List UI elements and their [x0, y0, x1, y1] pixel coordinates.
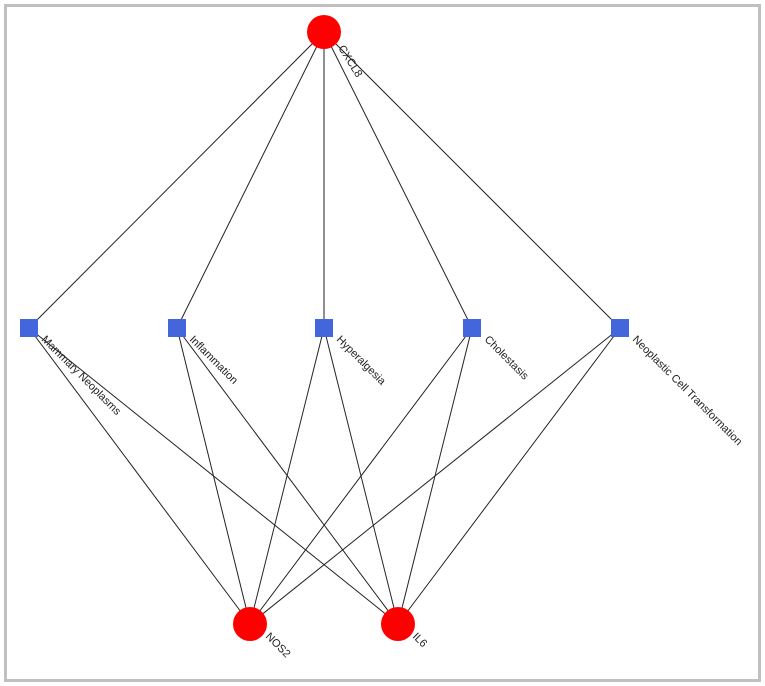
- gene-node-il6[interactable]: [381, 607, 415, 641]
- edge-nct-nos2: [249, 327, 621, 625]
- disease-node-cholestasis[interactable]: [463, 319, 481, 337]
- edge-cxcl8-nct: [323, 31, 621, 329]
- edge-inf-nos2: [176, 327, 251, 625]
- gene-node-cxcl8[interactable]: [307, 15, 341, 49]
- node-label-il6: IL6: [410, 631, 429, 650]
- node-label-mammary-neoplasms: Mammary Neoplasms: [39, 334, 123, 418]
- node-label-inflammation: Inflammation: [187, 334, 240, 387]
- edges-layer: [28, 31, 621, 625]
- node-label-cxcl8: CXCL8: [335, 43, 364, 79]
- disease-node-hyperalgesia[interactable]: [315, 319, 333, 337]
- disease-node-neoplastic-cell-transformation[interactable]: [611, 319, 629, 337]
- node-label-cholestasis: Cholestasis: [482, 334, 531, 383]
- edge-cxcl8-mn: [28, 31, 325, 329]
- disease-node-inflammation[interactable]: [168, 319, 186, 337]
- gene-node-nos2[interactable]: [233, 607, 267, 641]
- edge-nct-il6: [397, 327, 621, 625]
- nodes-layer: Mammary Neoplasms Inflammation Hyperalgesi…: [20, 15, 744, 660]
- edge-hyp-nos2: [249, 327, 325, 625]
- edge-mn-nos2: [28, 327, 251, 625]
- node-label-neoplastic-cell-transformation: Neoplastic Cell Transformation: [630, 334, 744, 448]
- edge-cho-nos2: [249, 327, 473, 625]
- node-label-hyperalgesia: Hyperalgesia: [334, 334, 389, 389]
- edge-cxcl8-inf: [176, 31, 325, 329]
- diagram-frame: [4, 4, 761, 682]
- disease-node-mammary-neoplasms[interactable]: [20, 319, 38, 337]
- edge-cxcl8-cho: [323, 31, 473, 329]
- node-label-nos2: NOS2: [263, 631, 293, 661]
